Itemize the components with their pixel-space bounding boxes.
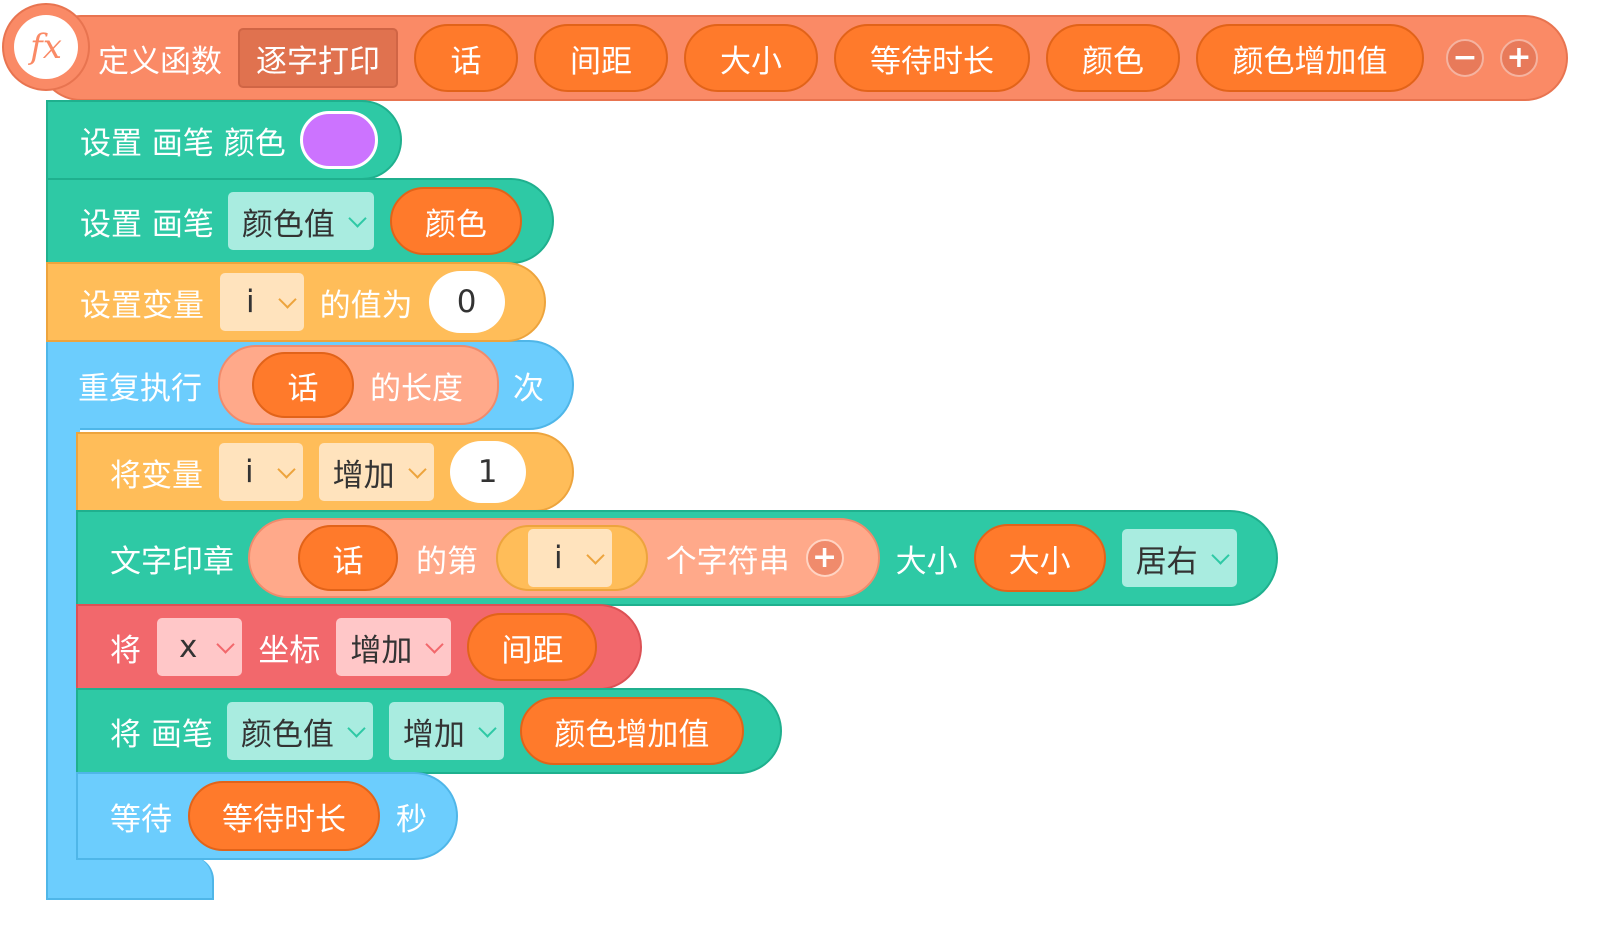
change-x-block[interactable]: 将 x 坐标 增加 间距 [76,604,642,690]
wait-duration-arg[interactable]: 等待时长 [188,781,380,851]
chevron-down-icon [348,208,367,228]
set-pen-value-block[interactable]: 设置 画笔 颜色值 颜色 [46,178,554,264]
add-argument-button[interactable]: + [805,539,844,577]
axis-value: x [179,629,198,665]
define-function-block[interactable]: 定义函数 逐字打印 话 间距 大小 等待时长 颜色 颜色增加值 − + [38,15,1568,101]
chevron-down-icon [347,718,366,738]
length-label: 的长度 [370,370,463,407]
variable-dropdown[interactable]: i [219,443,303,501]
repeat-speech-arg[interactable]: 话 [252,352,354,418]
set-pen-label: 设置 画笔 [80,206,214,243]
chevron-down-icon [216,634,236,654]
define-function-label: 定义函数 [98,43,222,80]
param-size[interactable]: 大小 [684,24,818,92]
param-spacing[interactable]: 间距 [534,24,668,92]
repeat-times-label: 次 [513,370,544,407]
pen-attribute-value: 颜色值 [240,716,334,753]
add-param-button[interactable]: + [1500,39,1538,77]
stamp-size-arg[interactable]: 大小 [973,524,1106,592]
change-label: 将 [110,632,141,669]
chevron-down-icon [425,634,445,654]
param-wait-duration[interactable]: 等待时长 [834,24,1030,92]
operation-value: 增加 [350,632,413,669]
variable-name: i [554,540,563,576]
text-stamp-label: 文字印章 [110,543,234,580]
change-operation-dropdown[interactable]: 增加 [388,702,504,760]
chevron-down-icon [478,718,497,738]
change-variable-value-input[interactable]: 1 [449,441,526,503]
change-pen-color-increment-arg[interactable]: 颜色增加值 [519,697,744,765]
pen-color-swatch[interactable] [299,111,378,169]
chevron-down-icon [276,459,296,479]
pen-attribute-dropdown[interactable]: 颜色值 [226,702,373,760]
seconds-label: 秒 [396,801,427,838]
function-name-field[interactable]: 逐字打印 [238,28,398,88]
length-reporter[interactable]: 话 的长度 [218,345,499,425]
set-pen-color-label: 设置 画笔 颜色 [80,125,286,162]
operation-value: 增加 [332,457,395,494]
value-is-label: 的值为 [319,287,413,324]
set-pen-color-arg[interactable]: 颜色 [389,187,522,255]
nth-character-reporter[interactable]: 话 的第 i 个字符串 + [248,518,880,598]
variable-name: i [246,284,255,320]
fx-icon-text: fx [30,27,62,67]
variable-reporter[interactable]: i [496,525,648,591]
character-string-label: 个字符串 [665,543,790,580]
variable-dropdown[interactable]: i [528,529,612,587]
chevron-down-icon [585,545,605,565]
pen-attribute-value: 颜色值 [241,206,335,243]
set-variable-label: 设置变量 [80,287,204,324]
repeat-block-content: 重复执行 话 的长度 次 [46,340,544,430]
change-pen-block[interactable]: 将 画笔 颜色值 增加 颜色增加值 [76,688,782,774]
axis-dropdown[interactable]: x [157,618,243,676]
nth-label: 的第 [416,543,478,580]
set-variable-value-input[interactable]: 0 [428,271,505,333]
param-color-increment[interactable]: 颜色增加值 [1196,24,1424,92]
wait-block[interactable]: 等待 等待时长 秒 [76,772,458,860]
pen-attribute-dropdown[interactable]: 颜色值 [227,192,374,250]
text-stamp-block[interactable]: 文字印章 话 的第 i 个字符串 + 大小 大小 居右 [76,510,1278,606]
change-operation-dropdown[interactable]: 增加 [318,443,434,501]
remove-param-button[interactable]: − [1446,39,1484,77]
set-pen-color-block[interactable]: 设置 画笔 颜色 [46,100,402,180]
variable-dropdown[interactable]: i [220,273,304,331]
change-operation-dropdown[interactable]: 增加 [336,618,452,676]
repeat-block-arm [46,426,80,866]
chevron-down-icon [1210,545,1230,565]
minus-icon: − [1452,40,1478,75]
param-color[interactable]: 颜色 [1046,24,1180,92]
repeat-block-foot [46,856,214,900]
set-variable-block[interactable]: 设置变量 i 的值为 0 [46,262,546,342]
move-spacing-arg[interactable]: 间距 [467,613,598,681]
plus-icon: + [812,540,838,575]
fx-badge: fx [2,3,90,91]
size-label: 大小 [895,543,958,580]
alignment-dropdown[interactable]: 居右 [1121,529,1237,587]
coordinate-label: 坐标 [258,632,321,669]
variable-name: i [245,454,254,490]
stamp-speech-arg[interactable]: 话 [298,525,398,591]
repeat-label: 重复执行 [78,370,202,407]
change-variable-block[interactable]: 将变量 i 增加 1 [76,432,574,512]
change-pen-label: 将 画笔 [110,716,213,753]
plus-icon: + [1506,40,1532,75]
operation-value: 增加 [402,716,465,753]
chevron-down-icon [277,289,297,309]
wait-label: 等待 [110,801,172,838]
chevron-down-icon [407,459,427,479]
change-variable-label: 将变量 [110,457,203,494]
fx-icon: fx [14,15,78,79]
param-speech[interactable]: 话 [414,24,518,92]
alignment-value: 居右 [1135,543,1198,580]
